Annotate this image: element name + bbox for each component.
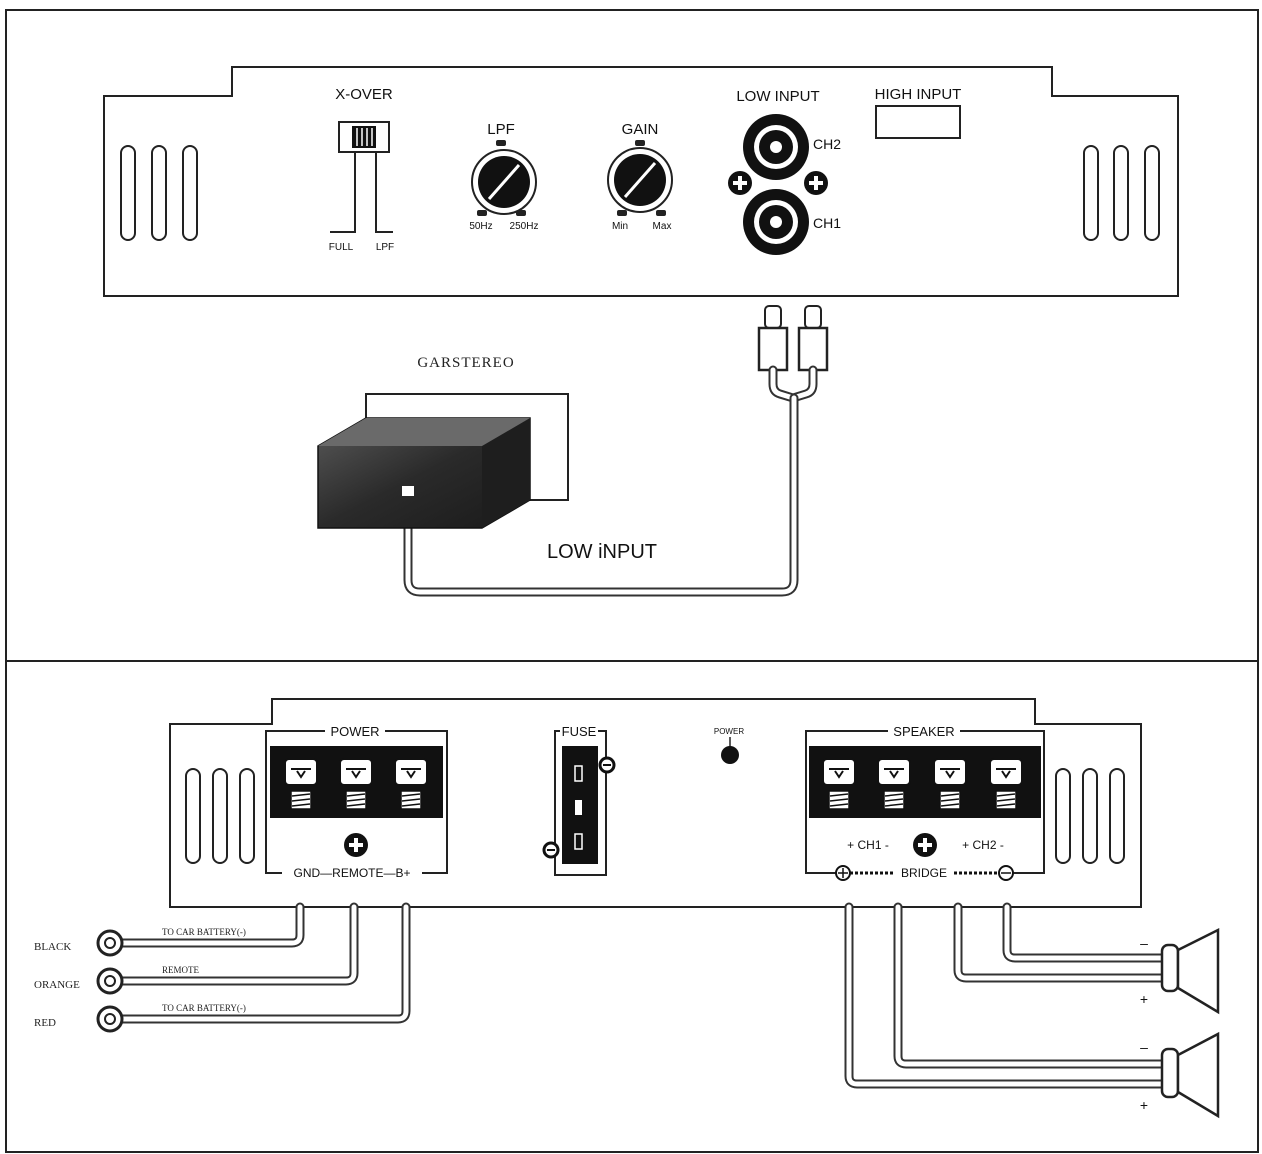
vent-slot (1082, 768, 1098, 864)
vent-slot (1109, 768, 1125, 864)
ring-terminal (96, 967, 124, 995)
speaker-ch1: – + (1140, 1031, 1220, 1119)
fuse-holder[interactable]: FUSE (542, 724, 616, 876)
power-label: POWER (330, 724, 379, 739)
ch1-label: CH1 (813, 215, 841, 231)
low-input-caption: LOW iNPUT (547, 541, 657, 563)
lpf-label: LPF (487, 121, 515, 138)
rca-jack-ch1[interactable] (743, 189, 809, 255)
vent-slot (1083, 145, 1099, 241)
vent-slot (151, 145, 167, 241)
lpf-knob[interactable]: LPF 50Hz 250Hz (469, 121, 538, 232)
gain-max-label: Max (653, 221, 672, 232)
red-wire-label: RED (34, 1017, 56, 1029)
low-input-label: LOW INPUT (736, 88, 819, 105)
xover-full-label: FULL (329, 242, 354, 253)
plus-icon (728, 171, 752, 195)
lpf-min-label: 50Hz (469, 221, 492, 232)
gain-min-label: Min (612, 221, 628, 232)
terminal-ch2-minus[interactable] (982, 750, 1030, 814)
car-stereo: GARSTEREO LOW iNPUT (317, 355, 657, 563)
power-led: POWER (714, 727, 744, 764)
black-wire-label: BLACK (34, 941, 71, 953)
speaker-minus-label: – (1140, 935, 1148, 951)
speaker-label: SPEAKER (893, 724, 954, 739)
ch2-label: CH2 (813, 136, 841, 152)
rca-cable (403, 393, 799, 597)
power-wires: BLACK ORANGE RED TO CAR BATTERY(-) REMOT… (34, 902, 411, 1033)
xover-label: X-OVER (335, 86, 393, 103)
amplifier-front-panel (103, 66, 1179, 297)
amplifier-rear-panel (169, 698, 1142, 908)
speaker-plus-label: + (1140, 991, 1148, 1007)
orange-wire-label: ORANGE (34, 979, 80, 991)
vent-slot (185, 768, 201, 864)
speaker-wires (844, 902, 1171, 1089)
terminal-ch2-plus[interactable] (926, 750, 974, 814)
terminal-gnd[interactable] (277, 750, 325, 814)
xover-lpf-label: LPF (376, 242, 394, 253)
red-wire-note: TO CAR BATTERY(-) (162, 1003, 246, 1013)
car-stereo-label: GARSTEREO (417, 355, 514, 371)
plus-icon (344, 833, 368, 857)
frame (5, 9, 1259, 1153)
terminal-b-plus[interactable] (387, 750, 435, 814)
vent-slot (120, 145, 136, 241)
lpf-max-label: 250Hz (510, 221, 539, 232)
vent-slot (1144, 145, 1160, 241)
ch2-terminal-label: + CH2 - (962, 838, 1004, 852)
terminal-ch1-plus[interactable] (815, 750, 863, 814)
rca-plug-pair (757, 305, 829, 403)
terminal-ch1-minus[interactable] (870, 750, 918, 814)
speaker-minus-label: – (1140, 1039, 1148, 1055)
black-wire-note: TO CAR BATTERY(-) (162, 927, 246, 937)
ch1-terminal-label: + CH1 - (847, 838, 889, 852)
xover-switch[interactable]: X-OVER FULL LPF (329, 86, 394, 253)
vent-slot (212, 768, 228, 864)
fuse-label: FUSE (562, 724, 597, 739)
plus-icon (804, 171, 828, 195)
speaker-ch2: – + (1140, 927, 1220, 1015)
gain-label: GAIN (622, 121, 659, 138)
bridge-label: BRIDGE (901, 866, 947, 880)
gain-knob[interactable]: GAIN Min Max (607, 121, 673, 232)
vent-slot (1055, 768, 1071, 864)
terminal-remote[interactable] (332, 750, 380, 814)
speaker-plus-label: + (1140, 1097, 1148, 1113)
plus-icon (913, 833, 937, 857)
speaker-terminal-block: SPEAKER + CH1 - + CH2 - BRIDGE (805, 724, 1045, 881)
ring-terminal (96, 929, 124, 957)
vent-slot (182, 145, 198, 241)
high-input-label: HIGH INPUT (875, 86, 962, 103)
power-terminals-label: GND—REMOTE—B+ (293, 866, 410, 880)
power-terminal-block: POWER GND—REMOTE—B+ (265, 724, 448, 880)
orange-wire-note: REMOTE (162, 965, 200, 975)
ring-terminal (96, 1005, 124, 1033)
vent-slot (1113, 145, 1129, 241)
vent-slot (239, 768, 255, 864)
rca-jack-ch2[interactable] (743, 114, 809, 180)
high-input-port[interactable]: HIGH INPUT (875, 86, 962, 139)
low-input-rca-jacks[interactable]: LOW INPUT CH2 CH1 (728, 88, 841, 255)
power-led-label: POWER (714, 727, 744, 736)
